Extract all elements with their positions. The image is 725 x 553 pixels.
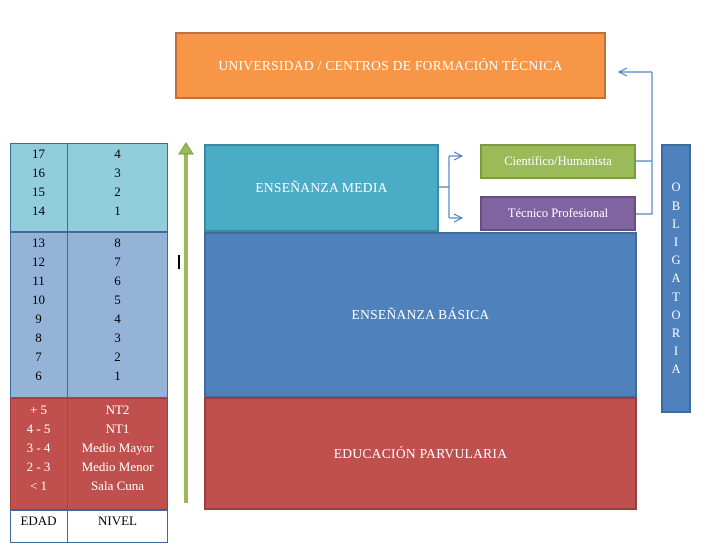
progression-arrow-head — [178, 142, 194, 155]
nivel-cell: Sala Cuna — [90, 478, 145, 493]
table-header-row: EDAD NIVEL — [10, 510, 168, 532]
nivel-cell: 1 — [114, 203, 121, 218]
edad-cell: 10 — [32, 292, 45, 307]
edad-cell: 4 - 5 — [26, 421, 51, 436]
table-basica-panel — [10, 232, 168, 398]
table-row: 17 4 — [10, 144, 168, 163]
obligatoria-letter: G — [671, 253, 681, 268]
nivel-cell: 5 — [114, 292, 121, 307]
table-parvularia-panel — [10, 398, 168, 510]
table-row: 11 6 — [10, 271, 168, 290]
edad-cell: 3 - 4 — [26, 440, 51, 455]
text-cursor-mark — [178, 255, 180, 269]
edad-cell: + 5 — [29, 402, 48, 417]
edad-cell: 15 — [32, 184, 45, 199]
table-row: 14 1 — [10, 201, 168, 220]
obligatoria-letter: I — [673, 344, 679, 359]
tecnico-profesional-block: Técnico Profesional — [480, 196, 636, 231]
nivel-cell: 8 — [114, 235, 121, 250]
table-media-panel — [10, 143, 168, 232]
edad-cell: 6 — [35, 368, 42, 383]
nivel-cell: Medio Mayor — [81, 440, 154, 455]
obligatoria-letter: L — [672, 216, 680, 231]
edad-cell: 17 — [32, 146, 45, 161]
table-row: 3 - 4 Medio Mayor — [10, 438, 168, 457]
obligatoria-letter: A — [671, 271, 681, 286]
table-row: + 5 NT2 — [10, 400, 168, 419]
nivel-cell: 2 — [114, 184, 121, 199]
table-header-panel — [10, 510, 168, 543]
branches-to-universidad-line — [636, 72, 653, 215]
nivel-header: NIVEL — [98, 513, 137, 528]
nivel-cell: 6 — [114, 273, 121, 288]
edad-cell: 12 — [32, 254, 45, 269]
obligatoria-letter: A — [671, 362, 681, 377]
cientifico-humanista-block: Científico/Humanista — [480, 144, 636, 179]
edad-cell: 11 — [32, 273, 45, 288]
nivel-cell: 3 — [114, 330, 121, 345]
media-bracket-line — [439, 156, 450, 218]
obligatoria-letter: R — [671, 326, 681, 340]
edad-header: EDAD — [20, 513, 57, 528]
edad-cell: 16 — [32, 165, 45, 180]
table-column-divider — [67, 143, 68, 543]
table-row: 4 - 5 NT1 — [10, 419, 168, 438]
edad-cell: 9 — [35, 311, 42, 326]
nivel-cell: 2 — [114, 349, 121, 364]
edad-cell: 14 — [32, 203, 45, 218]
obligatoria-letter: O — [671, 307, 681, 322]
nivel-cell: 4 — [114, 146, 121, 161]
edad-cell: 13 — [32, 235, 45, 250]
ensenanza-basica-block: ENSEÑANZA BÁSICA — [204, 232, 637, 398]
table-row: 13 8 — [10, 233, 168, 252]
nivel-cell: 4 — [114, 311, 121, 326]
nivel-cell: 1 — [114, 368, 121, 383]
table-row: 15 2 — [10, 182, 168, 201]
ensenanza-media-block: ENSEÑANZA MEDIA — [204, 144, 439, 232]
educacion-parvularia-block: EDUCACIÓN PARVULARIA — [204, 397, 637, 510]
nivel-cell: NT1 — [105, 421, 130, 436]
obligatoria-letter: O — [671, 180, 681, 195]
nivel-cell: NT2 — [105, 402, 130, 417]
universidad-block: UNIVERSIDAD / CENTROS DE FORMACIÓN TÉCNI… — [175, 32, 606, 99]
table-row: 12 7 — [10, 252, 168, 271]
nivel-cell: Medio Menor — [81, 459, 154, 474]
nivel-cell: 3 — [114, 165, 121, 180]
nivel-cell: 7 — [114, 254, 121, 269]
obligatoria-letter: T — [672, 289, 680, 304]
edad-cell: 8 — [35, 330, 42, 345]
edad-cell: 7 — [35, 349, 42, 364]
obligatoria-letter: I — [673, 234, 679, 249]
table-row: 2 - 3 Medio Menor — [10, 457, 168, 476]
edad-cell: < 1 — [29, 478, 48, 493]
table-row: < 1 Sala Cuna — [10, 476, 168, 495]
table-row: 10 5 — [10, 290, 168, 309]
obligatoria-letter: B — [671, 198, 681, 213]
table-row: 16 3 — [10, 163, 168, 182]
edad-cell: 2 - 3 — [26, 459, 51, 474]
